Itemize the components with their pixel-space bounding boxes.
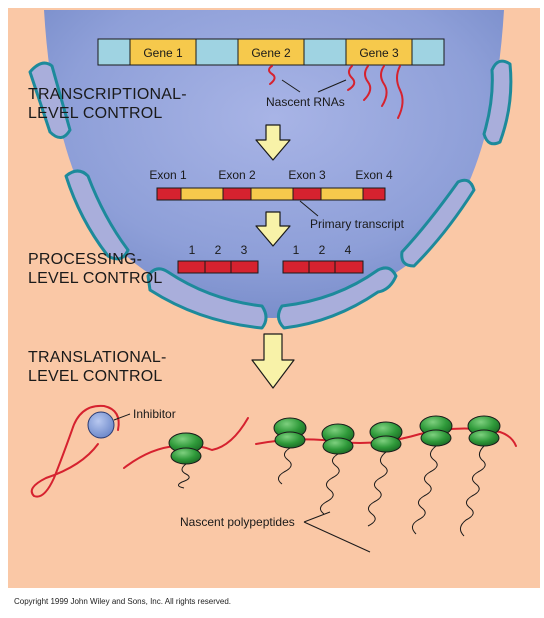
level-labels: TRANSCRIPTIONAL- LEVEL CONTROL PROCESSIN… — [28, 86, 187, 385]
mrna-exon-segment — [334, 260, 364, 274]
inhibitor-protein — [87, 411, 115, 439]
mrna-right — [282, 260, 364, 274]
ribosome-small-subunit — [274, 431, 306, 449]
flow-arrows — [251, 124, 295, 389]
polypeptide-chain — [460, 445, 486, 537]
mrna-left-number-1: 1 — [189, 243, 196, 257]
nascent-polypeptide-chains — [278, 445, 486, 537]
mrna-left — [177, 260, 259, 274]
primary-transcript-pointer — [299, 200, 319, 217]
nascent-rna-strand — [363, 65, 372, 101]
envelope-segment — [482, 59, 513, 146]
primary-transcript-label: Primary transcript — [310, 217, 405, 231]
nascent-polypeptide-chain — [178, 463, 190, 489]
mrna-left-number-3: 3 — [241, 243, 248, 257]
mrna-exon-segment — [282, 260, 310, 274]
polysome-ribosomes — [273, 415, 501, 455]
processing-label-line2: LEVEL CONTROL — [28, 270, 163, 287]
pointer-line — [303, 521, 371, 553]
envelope-segment — [64, 169, 130, 261]
nascent-rna-strand — [380, 65, 388, 107]
ribosome-small-subunit — [468, 429, 500, 447]
inhibitor-label: Inhibitor — [133, 407, 176, 421]
nascent-rna-strand — [396, 65, 404, 119]
nascent-rna-strand — [347, 65, 356, 91]
exon-3-label: Exon 3 — [288, 168, 326, 182]
down-arrow-2 — [255, 211, 291, 247]
nuclear-envelope — [28, 59, 513, 330]
pointer-line — [303, 511, 331, 523]
envelope-segment — [400, 178, 476, 268]
exon-4-segment — [362, 187, 386, 201]
exon-2-label: Exon 2 — [218, 168, 256, 182]
transcriptional-label-line2: LEVEL CONTROL — [28, 105, 163, 122]
exon-1-label: Exon 1 — [149, 168, 187, 182]
primary-transcript-bar — [156, 187, 386, 201]
nascent-rnas-label: Nascent RNAs — [266, 95, 345, 109]
down-arrow-3 — [251, 333, 295, 389]
polypeptide-chain — [320, 453, 340, 515]
nascent-rnas — [268, 65, 404, 119]
nascent-polypeptides-pointers — [303, 511, 371, 553]
exon-2-segment — [222, 187, 252, 201]
dna-strand: Gene 1 Gene 2 Gene 3 — [97, 38, 445, 66]
nascent-rna-pointers — [281, 79, 347, 93]
translational-label-line2: LEVEL CONTROL — [28, 368, 163, 385]
mrna-right-number-1: 1 — [293, 243, 300, 257]
processing-label-line1: PROCESSING- — [28, 251, 142, 268]
gene-3-label: Gene 3 — [359, 46, 399, 60]
nascent-rna-strand — [268, 65, 276, 85]
envelope-segment — [28, 61, 72, 139]
mrna-exon-segment — [204, 260, 232, 274]
exon-3-segment — [292, 187, 322, 201]
ribosome-small-subunit — [322, 437, 354, 455]
intron-segment — [250, 187, 294, 201]
intron-segment — [320, 187, 364, 201]
translational-label-line1: TRANSLATIONAL- — [28, 349, 167, 366]
mrna-right-number-2: 2 — [319, 243, 326, 257]
intron-segment — [180, 187, 224, 201]
gene-1-box — [129, 38, 197, 66]
inhibitor-pointer — [113, 413, 131, 421]
polypeptide-chain — [367, 451, 388, 527]
polypeptide-chain — [278, 447, 292, 485]
polysome-mrna — [255, 427, 517, 447]
exon-4-label: Exon 4 — [355, 168, 393, 182]
copyright-notice: Copyright 1999 John Wiley and Sons, Inc.… — [14, 597, 231, 606]
transcriptional-label-line1: TRANSCRIPTIONAL- — [28, 86, 187, 103]
inhibited-mrna — [30, 404, 120, 498]
mrna-exon-segment — [177, 260, 206, 274]
pointer-line — [281, 79, 301, 93]
gene-1-label: Gene 1 — [143, 46, 183, 60]
mrna-exon-segment — [230, 260, 259, 274]
ribosome — [168, 432, 204, 465]
mrna-left-number-2: 2 — [215, 243, 222, 257]
mrna-exon-segment — [308, 260, 336, 274]
gene-2-box — [237, 38, 305, 66]
nascent-polypeptides-label: Nascent polypeptides — [180, 515, 295, 529]
down-arrow-1 — [255, 124, 291, 161]
envelope-segment — [277, 266, 398, 330]
envelope-segment — [146, 267, 268, 330]
ribosome-small-subunit — [420, 429, 452, 447]
pointer-line — [317, 79, 347, 93]
nucleus — [44, 10, 504, 318]
exon-1-segment — [156, 187, 182, 201]
gene-3-box — [345, 38, 413, 66]
ribosome-small-subunit — [370, 435, 402, 453]
polypeptide-chain — [412, 445, 438, 535]
gene-2-label: Gene 2 — [251, 46, 291, 60]
ribosome-small-subunit — [170, 447, 202, 465]
mrna-right-number-4: 4 — [345, 243, 352, 257]
